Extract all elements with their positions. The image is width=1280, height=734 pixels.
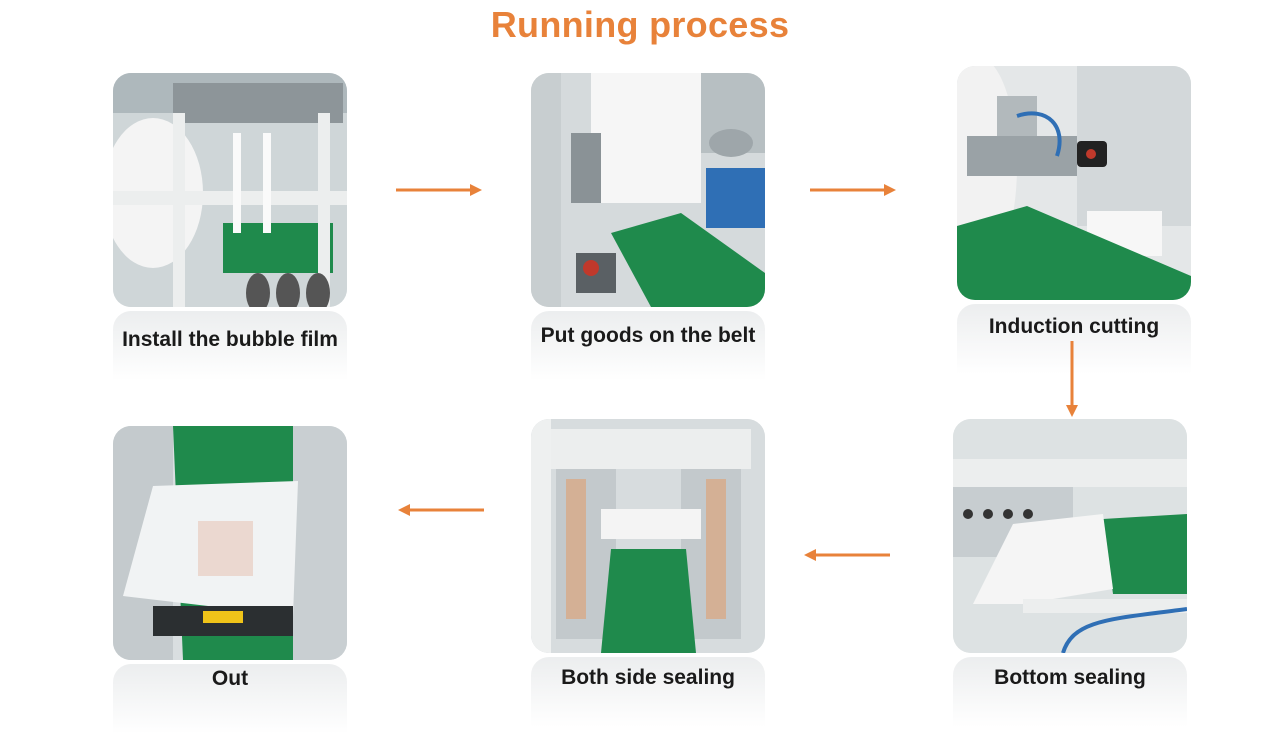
step-label: Put goods on the belt bbox=[540, 324, 756, 347]
page-title: Running process bbox=[490, 4, 790, 45]
step-photo bbox=[957, 66, 1191, 300]
step-photo bbox=[113, 73, 347, 307]
photo-reflection bbox=[531, 311, 765, 381]
arrow-down-icon bbox=[1066, 341, 1078, 417]
arrow-left-icon bbox=[804, 549, 890, 561]
step-both-side-sealing: Both side sealing bbox=[531, 419, 765, 727]
photo-reflection bbox=[531, 657, 765, 727]
arrow-right-icon bbox=[396, 184, 482, 196]
step-photo bbox=[531, 419, 765, 653]
photo-reflection bbox=[957, 304, 1191, 374]
step-label: Bottom sealing bbox=[994, 666, 1146, 689]
step-out: Out bbox=[113, 426, 347, 734]
step-photo bbox=[113, 426, 347, 660]
step-induction-cutting: Induction cutting bbox=[957, 66, 1191, 374]
photo-reflection bbox=[953, 657, 1187, 727]
step-label: Install the bubble film bbox=[122, 328, 338, 351]
step-install-bubble-film: Install the bubble film bbox=[113, 73, 347, 381]
arrow-left-icon bbox=[398, 504, 484, 516]
step-photo bbox=[531, 73, 765, 307]
step-label: Out bbox=[211, 667, 249, 690]
step-put-goods-on-belt: Put goods on the belt bbox=[531, 73, 765, 381]
photo-reflection bbox=[113, 311, 347, 381]
step-bottom-sealing: Bottom sealing bbox=[953, 419, 1187, 727]
step-photo bbox=[953, 419, 1187, 653]
arrow-right-icon bbox=[810, 184, 896, 196]
step-label: Both side sealing bbox=[561, 666, 735, 689]
step-label: Induction cutting bbox=[988, 315, 1160, 338]
